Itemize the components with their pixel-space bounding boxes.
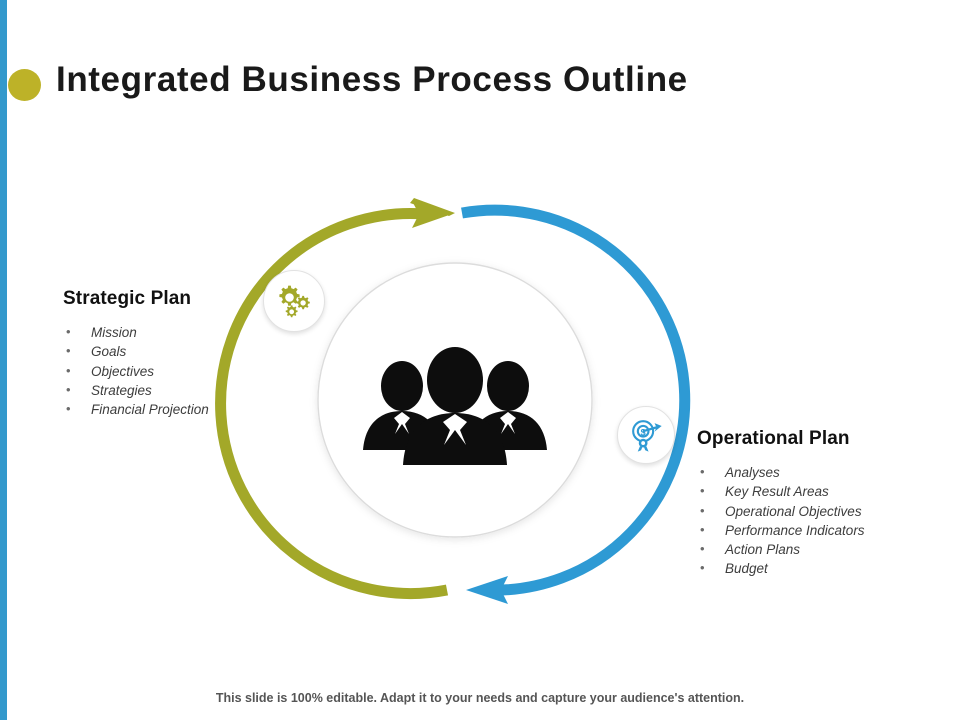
list-item: Operational Objectives <box>697 501 947 521</box>
slide-caption: This slide is 100% editable. Adapt it to… <box>215 691 745 705</box>
operational-plan-heading: Operational Plan <box>697 428 850 449</box>
people-group-icon <box>363 347 547 465</box>
list-item: Performance Indicators <box>697 520 947 540</box>
svg-text:$: $ <box>641 427 646 437</box>
title-row: Integrated Business Process Outline <box>0 28 960 101</box>
badge-operational-plan[interactable]: $ <box>617 406 675 464</box>
left-accent-bar <box>0 0 7 720</box>
list-item: Financial Projection <box>63 399 288 419</box>
title-bullet-dot-icon <box>8 69 41 101</box>
badge-strategic-plan[interactable] <box>263 270 325 332</box>
strategic-plan-heading: Strategic Plan <box>63 288 192 309</box>
strategic-plan-list: Mission Goals Objectives Strategies Fina… <box>63 322 288 419</box>
list-item: Key Result Areas <box>697 481 947 501</box>
list-item: Mission <box>63 322 288 342</box>
operational-plan-block: Operational Plan Analyses Key Result Are… <box>697 428 947 579</box>
list-item: Action Plans <box>697 539 947 559</box>
list-item: Analyses <box>697 462 947 482</box>
page-title: Integrated Business Process Outline <box>56 60 688 99</box>
list-item: Budget <box>697 558 947 578</box>
gears-icon <box>279 285 310 318</box>
target-dollar-icon: $ <box>632 420 662 452</box>
operational-plan-list: Analyses Key Result Areas Operational Ob… <box>697 462 947 579</box>
list-item: Strategies <box>63 380 288 400</box>
inner-ring <box>317 262 593 538</box>
strategic-plan-block: Strategic Plan Mission Goals Objectives … <box>63 288 288 419</box>
list-item: Objectives <box>63 361 288 381</box>
list-item: Goals <box>63 341 288 361</box>
